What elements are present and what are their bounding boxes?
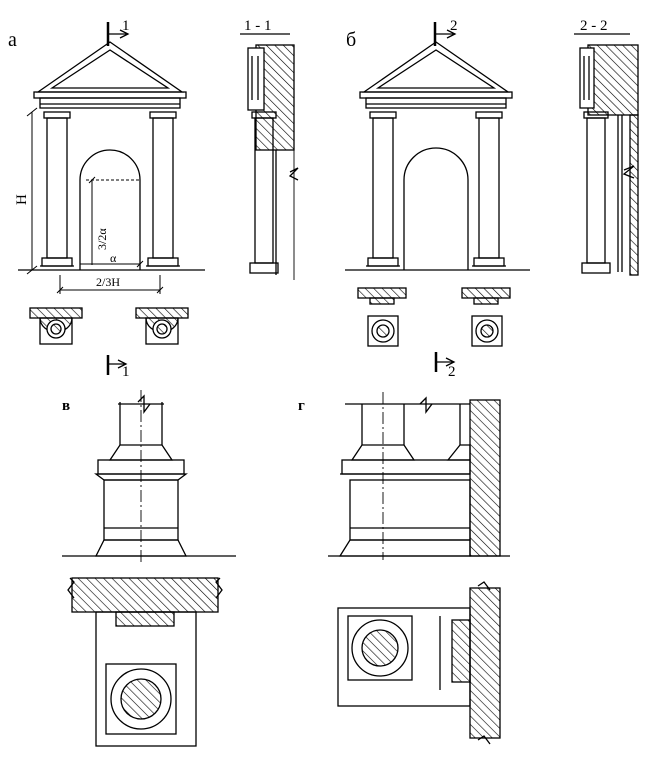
section-2-2-title: 2 - 2 (580, 18, 608, 34)
dim-column-spacing: 2/3H (96, 275, 120, 289)
cut-mark-1-top: 1 (122, 18, 130, 34)
dim-height: H (14, 194, 30, 205)
panel-g-label: г (298, 398, 305, 414)
panel-a-plan-left (29, 307, 83, 345)
cut-mark-2-top: 2 (450, 18, 458, 34)
panel-g-detail (328, 392, 510, 745)
panel-b-label: б (346, 29, 356, 51)
dim-arch-rise: 3/2α (95, 228, 109, 250)
panel-a-plan-right (135, 307, 189, 345)
section-2-2 (574, 33, 639, 276)
section-1-1-title: 1 - 1 (244, 18, 272, 34)
panel-a-elevation (18, 22, 205, 375)
cut-mark-2-bottom: 2 (448, 364, 456, 380)
panel-b-plan-left (357, 287, 407, 347)
panel-b-plan-right (461, 287, 511, 347)
section-1-1 (240, 33, 299, 280)
cut-mark-1-bottom: 1 (122, 364, 130, 380)
panel-b-elevation (345, 22, 530, 372)
dim-opening: α (110, 251, 117, 265)
panel-v-detail (62, 390, 236, 747)
panel-a-label: а (8, 29, 17, 51)
panel-v-label: в (62, 398, 70, 414)
